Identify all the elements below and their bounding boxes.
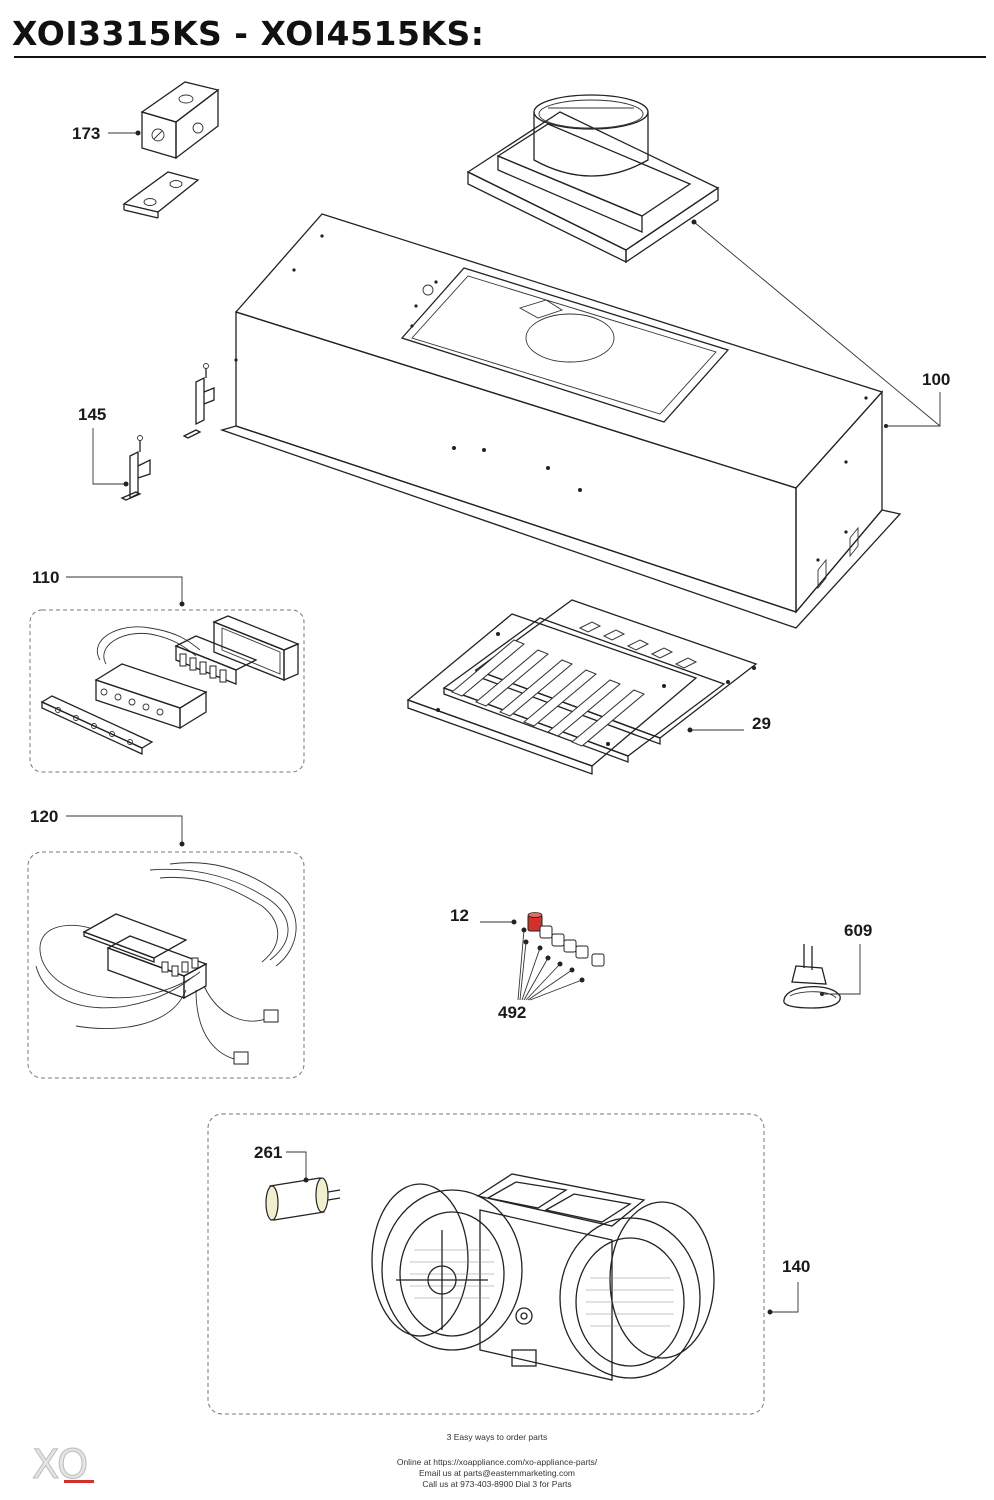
part-label-140: 140 <box>782 1257 810 1276</box>
part-label-145: 145 <box>78 405 106 424</box>
order-instructions: 3 Easy ways to order parts Online at htt… <box>0 1432 994 1490</box>
leader-120 <box>66 815 183 844</box>
part-12-led-cap <box>527 912 543 932</box>
leader-dot-173 <box>135 130 141 136</box>
part-173-junction-box <box>122 81 220 219</box>
part-120-transformer-wiring <box>35 862 297 1065</box>
leader-100-collar <box>693 221 941 427</box>
leader-110 <box>66 576 183 604</box>
part-261-capacitor <box>265 1177 341 1221</box>
part-label-492: 492 <box>498 1003 526 1022</box>
part-label-110: 110 <box>32 568 59 587</box>
part-label-120: 120 <box>30 807 58 826</box>
xo-logo: XO <box>32 1442 94 1486</box>
leader-dot-120 <box>179 841 185 847</box>
leader-dot-12 <box>511 919 517 925</box>
leader-dot-140 <box>767 1309 773 1315</box>
leader-100-body <box>888 392 941 427</box>
order-phone[interactable]: Call us at 973-403-8900 Dial 3 for Parts <box>422 1479 572 1489</box>
xo-logo-text: XO <box>32 1442 88 1486</box>
title-underline <box>14 56 986 58</box>
part-140-group-box <box>207 1113 765 1415</box>
part-145-mounting-brackets <box>120 363 215 501</box>
leader-dot-110 <box>179 601 185 607</box>
leader-dot-100 <box>691 219 697 225</box>
part-29-grease-filters <box>406 599 758 775</box>
leader-dot-261 <box>303 1177 309 1183</box>
order-heading: 3 Easy ways to order parts <box>446 1432 548 1442</box>
part-label-100: 100 <box>922 370 950 389</box>
part-label-29: 29 <box>752 714 771 733</box>
part-609-halogen-bulb <box>783 944 841 1009</box>
order-email[interactable]: Email us at parts@easternmarketing.com <box>418 1468 576 1478</box>
part-label-261: 261 <box>254 1143 282 1162</box>
leader-145 <box>92 428 126 485</box>
part-110-control-module <box>40 615 300 756</box>
leader-dot-29 <box>687 727 693 733</box>
xo-logo-accent <box>64 1480 94 1483</box>
leader-261 <box>286 1151 307 1180</box>
leader-140 <box>770 1282 799 1313</box>
part-label-609: 609 <box>844 921 872 940</box>
part-100-duct-collar <box>466 94 720 264</box>
leader-609 <box>822 944 861 995</box>
part-label-173: 173 <box>72 124 100 143</box>
page-title: XOI3315KS - XOI4515KS: <box>12 14 485 53</box>
order-online[interactable]: Online at https://xoappliance.com/xo-app… <box>396 1457 598 1467</box>
part-100-hood-body <box>219 213 902 629</box>
part-label-12: 12 <box>450 906 469 925</box>
part-140-blower-motor <box>371 1173 715 1381</box>
exploded-parts-diagram: 173 <box>27 81 950 1415</box>
leader-dot-145 <box>123 481 129 487</box>
part-110-group-box <box>29 609 305 773</box>
part-492-led-fittings <box>517 925 605 1001</box>
